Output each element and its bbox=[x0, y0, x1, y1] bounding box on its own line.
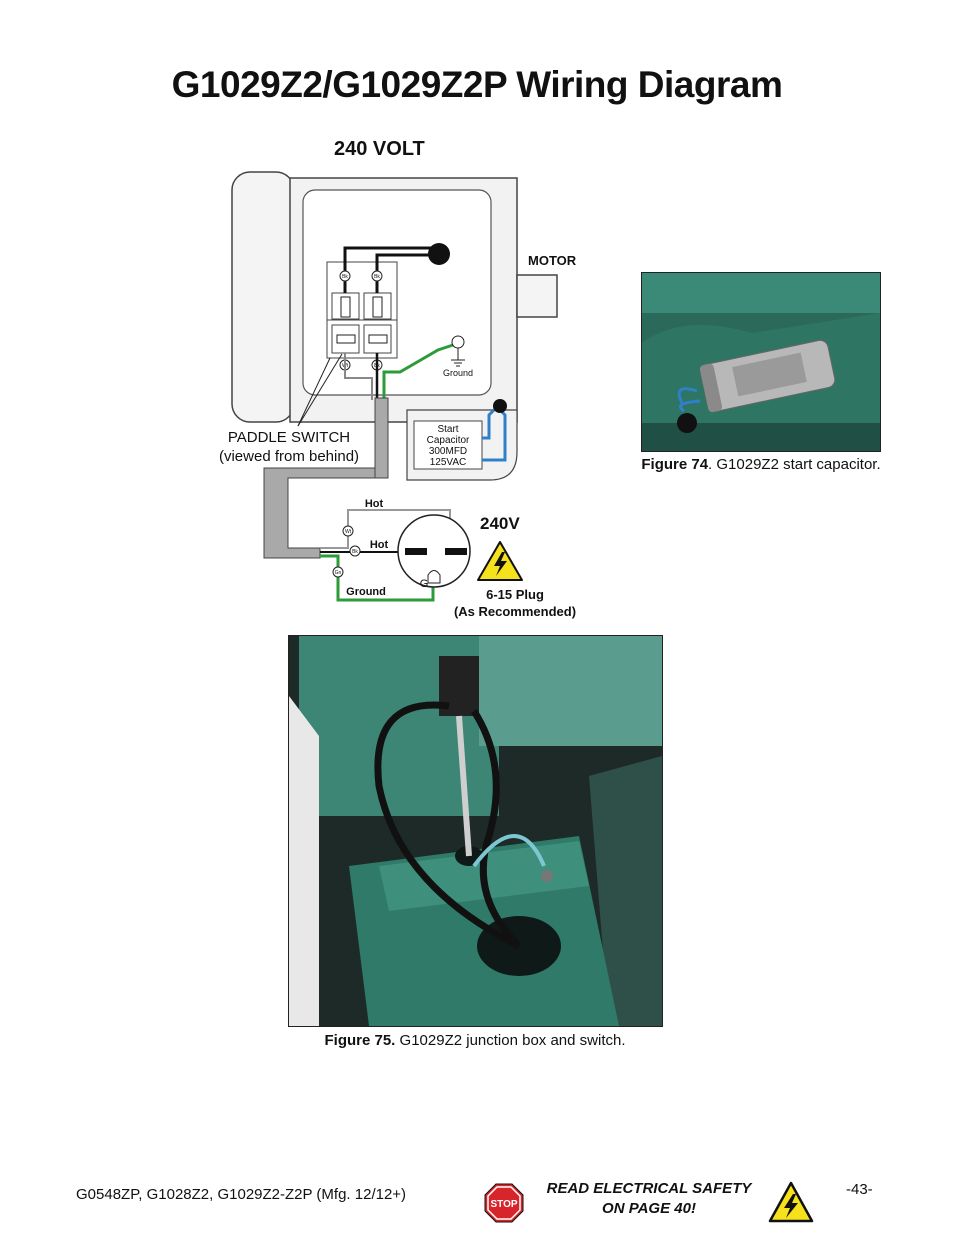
capacitor-terminal bbox=[493, 399, 507, 413]
motor-terminal bbox=[428, 243, 450, 265]
svg-text:300MFD: 300MFD bbox=[429, 446, 467, 457]
svg-text:125VAC: 125VAC bbox=[430, 457, 467, 468]
plug-hot-wire-1 bbox=[320, 509, 451, 549]
start-capacitor bbox=[413, 420, 483, 470]
diagram-subtitle: 240 VOLT bbox=[334, 138, 425, 160]
page-title: G1029Z2/G1029Z2P Wiring Diagram bbox=[171, 64, 783, 105]
warning-icon bbox=[477, 541, 523, 581]
stop-icon: STOP bbox=[484, 1183, 524, 1223]
footer-models: G0548ZP, G1028Z2, G1029Z2-Z2P (Mfg. 12/1… bbox=[76, 1186, 407, 1203]
page-number: -43- bbox=[846, 1181, 873, 1198]
motor-shaft bbox=[516, 274, 558, 318]
plug-face bbox=[397, 514, 471, 588]
svg-text:Bk: Bk bbox=[374, 274, 380, 280]
paddle-switch-label: PADDLE SWITCH (viewed from behind) bbox=[218, 429, 360, 465]
svg-text:Bk: Bk bbox=[342, 274, 348, 280]
motor-housing bbox=[231, 171, 295, 423]
figure-75-caption: Figure 75. G1029Z2 junction box and swit… bbox=[324, 1032, 626, 1049]
plug-ground-wire bbox=[320, 554, 435, 602]
svg-text:STOP: STOP bbox=[490, 1199, 517, 1210]
svg-text:Wt: Wt bbox=[345, 529, 352, 535]
svg-text:Capacitor: Capacitor bbox=[427, 435, 470, 446]
figure-74-caption: Figure 74. G1029Z2 start capacitor. bbox=[641, 456, 881, 473]
plug-g-label: G bbox=[420, 578, 429, 590]
svg-text:Gn: Gn bbox=[335, 570, 342, 576]
motor-ground-wire bbox=[382, 342, 457, 400]
ground-screw bbox=[451, 335, 465, 349]
footer-safety-note: READ ELECTRICAL SAFETY ON PAGE 40! bbox=[546, 1180, 752, 1217]
figure-74-photo bbox=[641, 272, 881, 452]
svg-text:Bk: Bk bbox=[352, 549, 358, 555]
switch-white-wire bbox=[344, 353, 373, 400]
voltage-label: 240V bbox=[480, 514, 520, 533]
plug-ground-label: Ground bbox=[346, 586, 386, 598]
hot-label-1: Hot bbox=[365, 498, 384, 510]
svg-text:Start: Start bbox=[437, 424, 458, 435]
ground-label: Ground bbox=[443, 368, 473, 378]
plug-label: 6-15 Plug (As Recommended) bbox=[453, 587, 577, 619]
footer-warning-icon bbox=[768, 1181, 814, 1223]
hot-label-2: Hot bbox=[370, 539, 389, 551]
motor-label: MOTOR bbox=[528, 253, 577, 268]
capacitor-text: Start Capacitor 300MFD 125VAC bbox=[427, 424, 470, 468]
figure-75-photo bbox=[288, 635, 663, 1027]
wiring-diagram: Start Capacitor 300MFD 125VAC Bk Bk Wt B… bbox=[231, 171, 558, 602]
